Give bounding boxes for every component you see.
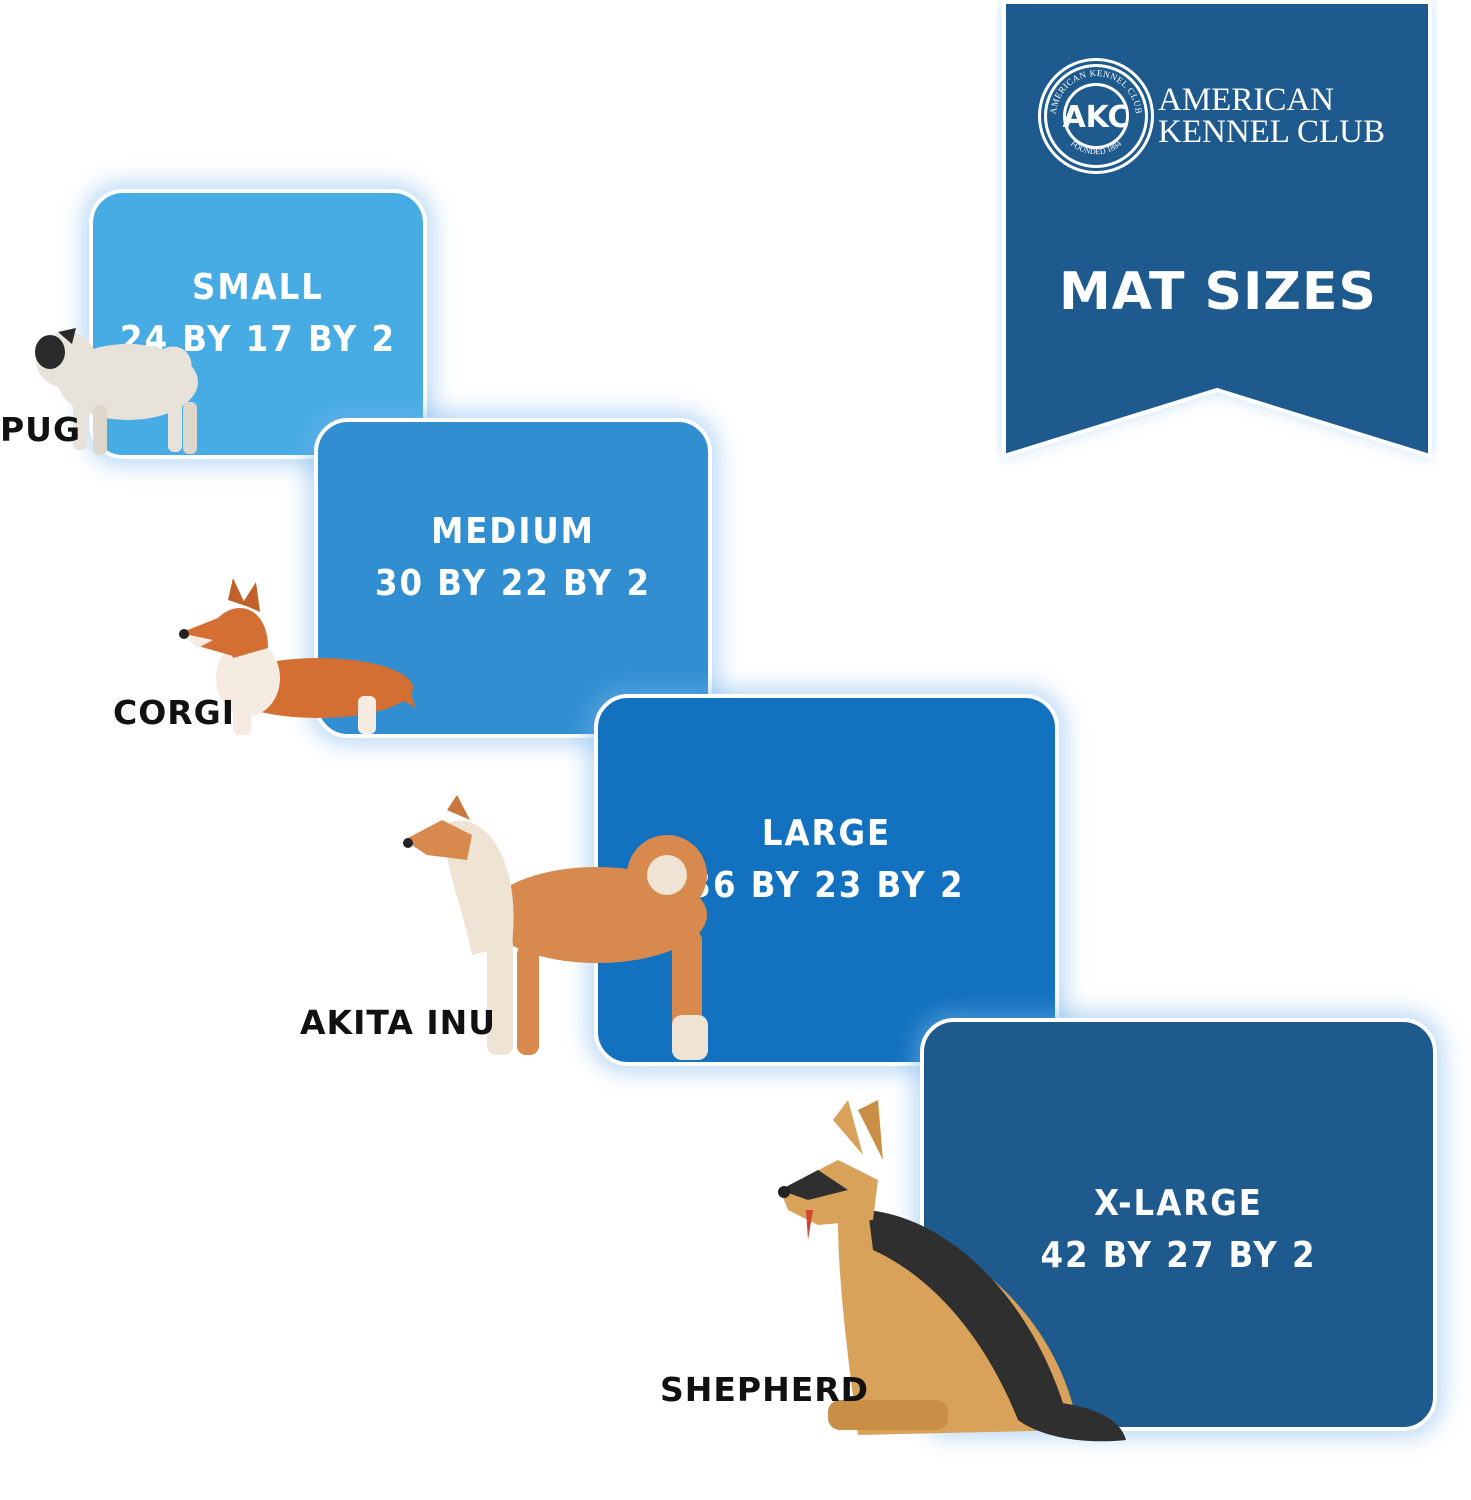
akc-wordmark-line1: AMERICAN (1158, 82, 1335, 118)
size-dimensions: 30 BY 22 BY 2 (374, 563, 652, 604)
akc-seal-icon: AMERICAN KENNEL CLUB FOUNDED 1884 AKC (1038, 58, 1154, 174)
pug-illustration (35, 328, 198, 455)
dog-label-shepherd: SHEPHERD (660, 1370, 870, 1409)
akita-inu-illustration (403, 795, 708, 1060)
size-name: X-LARGE (1094, 1182, 1263, 1224)
akc-wordmark-line2: KENNEL CLUB (1158, 114, 1386, 150)
dog-label-akita-inu: AKITA INU (300, 1003, 497, 1042)
size-name: SMALL (192, 267, 324, 308)
corgi-illustration (179, 578, 416, 735)
size-name: MEDIUM (431, 511, 595, 552)
seal-initials: AKC (1062, 100, 1129, 135)
size-dimensions: 42 BY 27 BY 2 (1040, 1234, 1317, 1276)
akc-wordmark: AMERICAN KENNEL CLUB (1158, 82, 1386, 150)
mat-sizes-banner: AMERICAN KENNEL CLUB FOUNDED 1884 AKC (1002, 0, 1432, 459)
dog-label-pug: PUG (0, 410, 82, 449)
mat-size-card-xlarge: X-LARGE 42 BY 27 BY 2 (920, 1018, 1437, 1431)
german-shepherd-illustration (778, 1100, 1126, 1442)
size-name: LARGE (761, 813, 892, 854)
banner-title: MAT SIZES (1058, 262, 1377, 322)
size-dimensions: 36 BY 23 BY 2 (688, 865, 965, 906)
dog-label-corgi: CORGI (113, 693, 236, 732)
